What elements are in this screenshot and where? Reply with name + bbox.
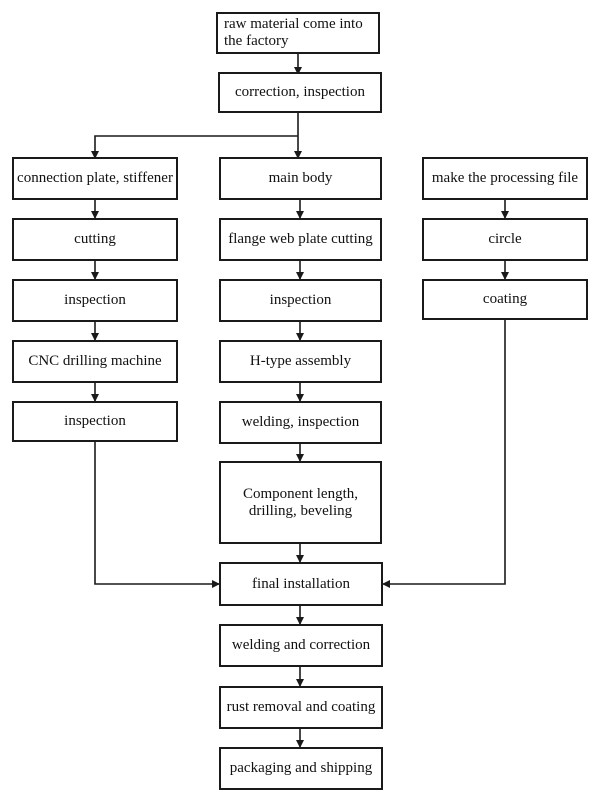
node-circle: circle [422,218,588,261]
node-cutting: cutting [12,218,178,261]
node-connection-plate: connection plate, stiffener [12,157,178,200]
node-processing-file: make the processing file [422,157,588,200]
node-coating: coating [422,279,588,320]
node-main-body: main body [219,157,382,200]
node-final-installation: final installation [219,562,383,606]
edge-right-to-final [382,320,506,588]
node-welding-inspection: welding, inspection [219,401,382,444]
node-flange-cutting: flange web plate cutting [219,218,382,261]
node-rust-removal: rust removal and coating [219,686,383,729]
node-cnc-drilling: CNC drilling machine [12,340,178,383]
node-correction-inspection: correction, inspection [218,72,382,113]
edge-branch-left [91,135,298,159]
node-h-assembly: H-type assembly [219,340,382,383]
node-component-length: Component length, drilling, beveling [219,461,382,544]
node-welding-correction: welding and correction [219,624,383,667]
node-raw-material: raw material come into the factory [216,12,380,54]
node-packaging: packaging and shipping [219,747,383,790]
node-inspection-left-1: inspection [12,279,178,322]
node-inspection-left-2: inspection [12,401,178,442]
edge-left-to-final [94,442,220,588]
node-inspection-mid: inspection [219,279,382,322]
